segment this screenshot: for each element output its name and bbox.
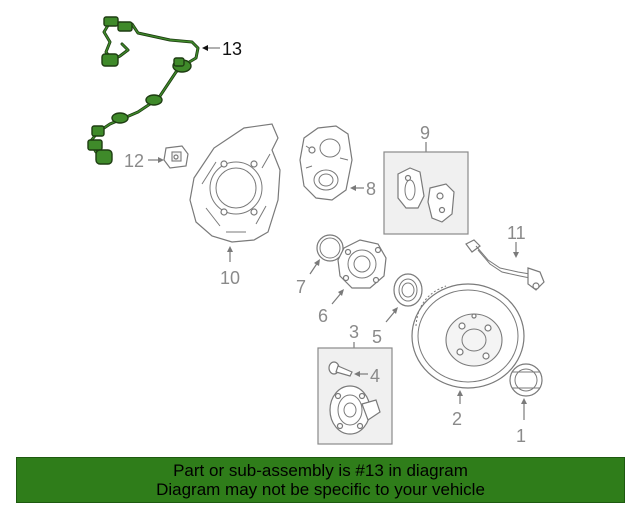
part-3-hub-assembly[interactable] — [317, 347, 393, 445]
callout-1[interactable]: 1 — [516, 426, 526, 446]
arrowhead-2 — [457, 390, 463, 396]
parts-diagram: 13 12 10 8 9 — [87, 16, 545, 446]
arrowhead-12 — [158, 157, 164, 163]
callout-5[interactable]: 5 — [372, 327, 382, 347]
callout-7[interactable]: 7 — [296, 277, 306, 297]
callout-10[interactable]: 10 — [220, 268, 240, 288]
callout-13[interactable]: 13 — [222, 39, 242, 59]
arrowhead-1 — [521, 398, 527, 404]
callout-3[interactable]: 3 — [349, 322, 359, 342]
arrowhead-4 — [354, 371, 360, 377]
part-13-harness[interactable] — [87, 16, 200, 165]
part-9-brake-pads[interactable] — [383, 151, 469, 235]
info-banner: Part or sub-assembly is #13 in diagram D… — [16, 457, 625, 503]
callout-2[interactable]: 2 — [452, 409, 462, 429]
callout-12[interactable]: 12 — [124, 151, 144, 171]
arrowhead-7 — [314, 259, 320, 266]
callout-4[interactable]: 4 — [370, 366, 380, 386]
part-5-seal[interactable] — [393, 273, 423, 307]
part-6-knuckle[interactable] — [337, 239, 387, 289]
arrowhead-6 — [338, 289, 344, 296]
arrowhead-8 — [350, 185, 356, 191]
arrowhead-11 — [513, 252, 519, 258]
arrowhead-5 — [392, 307, 398, 314]
part-11-brake-hose[interactable] — [465, 239, 545, 291]
arrowhead-10 — [227, 246, 233, 252]
part-4-bolt[interactable] — [328, 361, 353, 377]
callout-8[interactable]: 8 — [366, 179, 376, 199]
part-2-rotor[interactable] — [411, 283, 525, 389]
part-1-hub-cap[interactable] — [509, 363, 543, 397]
callout-6[interactable]: 6 — [318, 306, 328, 326]
arrowhead-13 — [202, 45, 208, 51]
part-12-clip[interactable] — [163, 145, 189, 169]
banner-line-2: Diagram may not be specific to your vehi… — [156, 480, 485, 499]
banner-line-1: Part or sub-assembly is #13 in diagram — [173, 461, 468, 480]
part-10-dust-shield[interactable] — [189, 123, 281, 243]
part-8-caliper[interactable] — [299, 125, 353, 201]
part-7-o-ring[interactable] — [316, 234, 344, 262]
callout-9[interactable]: 9 — [420, 123, 430, 143]
callout-11[interactable]: 11 — [507, 223, 526, 243]
